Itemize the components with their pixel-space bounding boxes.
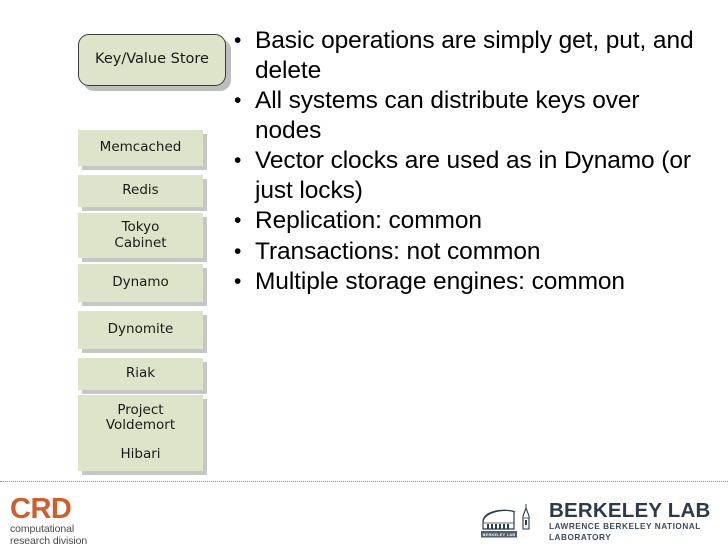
berkeley-lab-building-icon: BERKELEY LAB [481, 504, 530, 538]
bullet-item: • Vector clocks are used as in Dynamo (o… [228, 146, 706, 205]
crd-logo-subtitle-line1: computational [10, 523, 75, 535]
bullet-dot-icon: • [234, 239, 242, 263]
diagram-node-root[interactable]: Key/Value Store [78, 34, 226, 86]
diagram-node-dynamo[interactable]: Dynamo [78, 264, 203, 302]
bullet-item-text: All systems can distribute keys over nod… [255, 87, 640, 144]
diagram-node-tokyo-cabinet-label: Tokyo Cabinet [114, 219, 167, 251]
bullet-dot-icon: • [234, 89, 242, 112]
bullet-dot-icon: • [234, 270, 242, 293]
diagram-node-redis[interactable]: Redis [78, 175, 203, 207]
diagram-node-dynomite-label: Dynomite [107, 321, 174, 338]
berkeley-lab-name: BERKELEY LAB [549, 498, 711, 522]
bullet-list: • Basic operations are simply get, put, … [228, 26, 706, 298]
diagram-node-tokyo-cabinet[interactable]: Tokyo Cabinet [78, 213, 203, 258]
diagram-node-root-label: Key/Value Store [95, 51, 209, 68]
diagram-node-project-voldemort-label: Project Voldemort [105, 401, 176, 433]
footer-divider [0, 481, 728, 482]
crd-logo-mark: CRD [10, 493, 72, 525]
bullet-item: • Multiple storage engines: common [228, 267, 706, 297]
slide-footer: CRD computational research division [0, 481, 728, 547]
bullet-dot-icon: • [234, 149, 242, 172]
bullet-dot-icon: • [234, 209, 242, 232]
diagram-node-hibari[interactable]: Hibari [78, 439, 203, 471]
bullet-item-text: Transactions: not common [255, 237, 541, 265]
crd-logo: CRD computational research division [10, 495, 145, 547]
bullet-item: • Replication: common [228, 206, 706, 236]
bullet-item-text: Replication: common [255, 207, 482, 234]
diagram-node-dynamo-label: Dynamo [112, 274, 169, 291]
diagram-node-redis-label: Redis [122, 182, 159, 199]
berkeley-lab-tagline: LAWRENCE BERKELEY NATIONAL LABORATORY [549, 521, 701, 542]
bullet-dot-icon: • [234, 29, 242, 52]
slide-canvas: Key/Value Store Memcached Redis Tokyo Ca… [78, 26, 706, 471]
berkeley-lab-logo: BERKELEY LAB BERKELEY LAB LAWRENCE BERKE… [477, 500, 722, 542]
diagram-node-riak[interactable]: Riak [78, 358, 203, 390]
diagram-node-hibari-label: Hibari [120, 446, 161, 463]
bullet-item-text: Multiple storage engines: common [255, 268, 625, 295]
berkeley-emblem-label: BERKELEY LAB [483, 533, 516, 537]
bullet-item: • Transactions: not common [228, 237, 706, 267]
diagram-node-dynomite[interactable]: Dynomite [78, 311, 203, 349]
bullet-item: • Basic operations are simply get, put, … [228, 26, 706, 85]
crd-logo-subtitle-line2: research division [10, 535, 88, 547]
bullet-item: • All systems can distribute keys over n… [228, 86, 706, 145]
diagram-node-memcached-label: Memcached [99, 139, 182, 156]
diagram-node-project-voldemort[interactable]: Project Voldemort [78, 395, 203, 441]
bullet-item-text: Vector clocks are used as in Dynamo (or … [255, 147, 691, 204]
diagram-node-riak-label: Riak [125, 365, 156, 382]
bullet-item-text: Basic operations are simply get, put, an… [255, 27, 694, 84]
diagram-node-memcached[interactable]: Memcached [78, 130, 203, 166]
berkeley-lab-wordmark: BERKELEY LAB LAWRENCE BERKELEY NATIONAL … [549, 500, 722, 543]
